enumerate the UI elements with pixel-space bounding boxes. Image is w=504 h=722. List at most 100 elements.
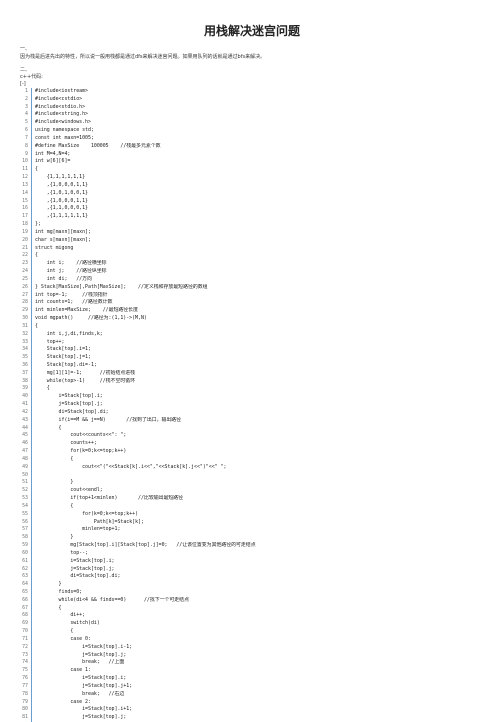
code-text: { <box>35 455 74 462</box>
line-number: 24 <box>20 268 32 276</box>
code-text: int minlen=MaxSize; //最短路径长度 <box>35 307 138 314</box>
code-text: di++; <box>35 612 86 619</box>
code-line: 15 ,{1,0,0,0,1,1} <box>20 197 490 206</box>
line-number: 60 <box>20 549 32 558</box>
code-text: using namespace std; <box>35 127 94 134</box>
code-text: i=Stack[top].i+1; <box>35 706 133 713</box>
code-text: mg[Stack[top].i][Stack[top].j]=0; //让该位置… <box>35 542 256 549</box>
code-text: int top=-1; //栈顶指针 <box>35 291 108 298</box>
code-line: 3#include<stdio.h> <box>20 103 490 112</box>
line-number: 27 <box>20 291 32 300</box>
code-line: 58 } <box>20 534 490 543</box>
code-text: { <box>35 424 62 431</box>
code-text: {1,1,1,1,1,1} <box>35 174 86 181</box>
code-text: Path[k]=Stack[k]; <box>35 518 144 525</box>
code-text: i=Stack[top].i; <box>35 675 127 682</box>
code-text: { <box>35 628 74 635</box>
code-text: cout<<endl; <box>35 487 103 494</box>
code-line: 40 i=Stack[top].i; <box>20 393 490 402</box>
line-number: 73 <box>20 651 32 660</box>
code-line: 35 Stack[top].j=1; <box>20 354 490 362</box>
line-number: 72 <box>20 643 32 652</box>
code-text: cout<<"("<<Stack[k].i<<","<<Stack[k].j<<… <box>35 463 227 470</box>
code-text: case 0: <box>35 635 91 642</box>
code-text: struct migong <box>35 244 74 251</box>
line-number: 50 <box>20 471 32 480</box>
line-number: 22 <box>20 252 32 261</box>
code-line: 63 di=Stack[top].di; <box>20 573 490 582</box>
line-number: 64 <box>20 581 32 589</box>
code-line: 18}; <box>20 221 490 229</box>
code-line: 25 int di; //方向 <box>20 275 490 284</box>
line-number: 8 <box>20 142 32 151</box>
code-line: 67 { <box>20 604 490 613</box>
code-line: 1#include<iostream> <box>20 88 490 96</box>
code-text: void mgpath() //路径为:(1,1)->(M,N) <box>35 315 147 322</box>
code-text: { <box>35 322 38 329</box>
line-number: 34 <box>20 346 32 355</box>
line-number: 31 <box>20 322 32 331</box>
code-text: cout<<counts<<": "; <box>35 432 127 439</box>
code-text <box>35 472 490 480</box>
line-number: 74 <box>20 659 32 668</box>
code-line: 34 Stack[top].i=1; <box>20 346 490 355</box>
line-number: 57 <box>20 526 32 535</box>
code-line: 14 ,{1,0,1,0,0,1} <box>20 189 490 198</box>
code-text: i=Stack[top].i; <box>35 393 103 400</box>
line-number: 32 <box>20 330 32 339</box>
line-number: 55 <box>20 510 32 519</box>
code-line: 13 ,{1,0,0,0,1,1} <box>20 181 490 190</box>
line-number: 15 <box>20 197 32 206</box>
code-line: 26} Stack[MaxSize],Path[MaxSize]; //定义栈和… <box>20 283 490 292</box>
page-title: 用栈解决迷宫问题 <box>203 24 300 38</box>
line-number: 13 <box>20 181 32 190</box>
code-line: 73 j=Stack[top].j; <box>20 651 490 660</box>
code-text: int w[6][6]= <box>35 158 71 165</box>
code-line: 55 for(k=0;k<=top;k++) <box>20 510 490 519</box>
code-text: di=Stack[top].di; <box>35 573 121 580</box>
line-number: 63 <box>20 573 32 582</box>
code-line: 62 j=Stack[top].j; <box>20 565 490 574</box>
code-line: 70 { <box>20 628 490 636</box>
code-text: ,{1,1,1,1,1,1} <box>35 213 88 220</box>
line-number: 7 <box>20 134 32 143</box>
code-line: 46 counts++; <box>20 440 490 449</box>
code-text: mg[1][1]=-1; //初始结点进栈 <box>35 369 136 376</box>
code-text: j=Stack[top].j; <box>35 714 127 721</box>
line-number: 53 <box>20 495 32 503</box>
code-line: 50 <box>20 471 490 480</box>
code-line: 33 top++; <box>20 338 490 347</box>
code-line: 81 j=Stack[top].j; <box>20 714 490 722</box>
code-line: 65 finds=0; <box>20 589 490 597</box>
line-number: 68 <box>20 612 32 621</box>
code-text: #include<cstdio> <box>35 95 83 102</box>
code-line: 4#include<string.h> <box>20 111 490 120</box>
code-text: Stack[top].di=-1; <box>35 361 97 368</box>
code-line: 51 } <box>20 479 490 488</box>
code-line: 22{ <box>20 252 490 261</box>
code-line: 75 case 1: <box>20 667 490 676</box>
code-collapse-toggle[interactable]: [-] <box>20 81 26 87</box>
code-text: int counts=1; //路径数计数 <box>35 299 113 306</box>
code-line: 79 case 2: <box>20 698 490 707</box>
code-line: 43 if(i==M && j==N) //找到了出口，输出路径 <box>20 416 490 425</box>
code-line: 45 cout<<counts<<": "; <box>20 432 490 441</box>
code-text: switch(di) <box>35 620 100 627</box>
line-number: 41 <box>20 401 32 409</box>
line-number: 66 <box>20 596 32 605</box>
line-number: 28 <box>20 299 32 308</box>
code-line: 38 while(top>-1) //栈不空时循环 <box>20 377 490 386</box>
line-number: 59 <box>20 542 32 550</box>
code-text: } <box>35 479 74 486</box>
line-number: 58 <box>20 534 32 543</box>
line-number: 78 <box>20 690 32 699</box>
